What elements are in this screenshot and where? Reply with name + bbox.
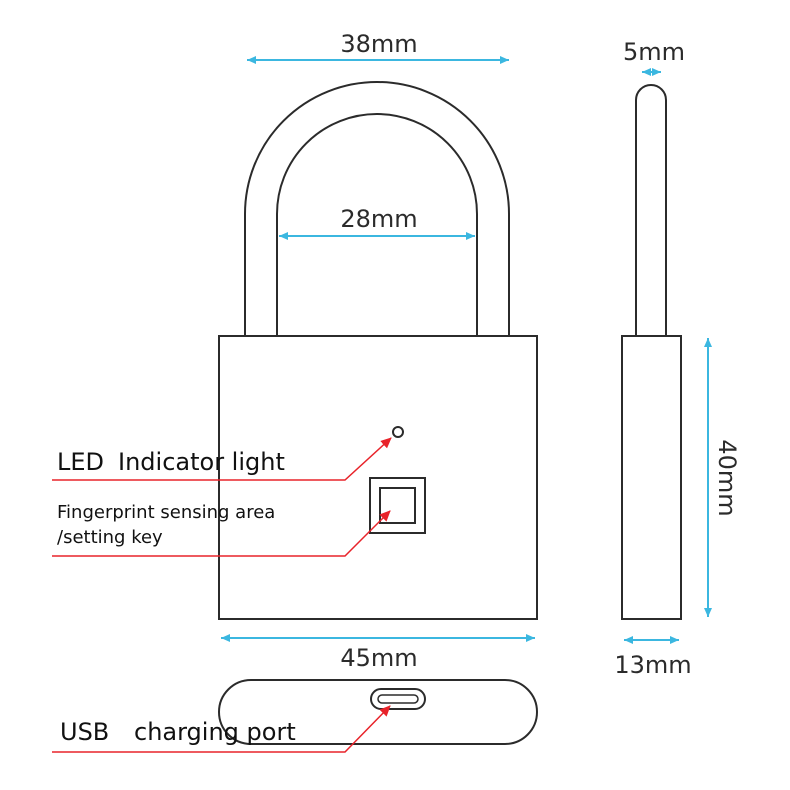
shackle-outer-arc	[244, 81, 510, 336]
lock-body-side	[621, 335, 682, 620]
label-shackle-inner-width: 28mm	[340, 205, 417, 233]
lock-body-bottom	[218, 679, 538, 745]
callout-fingerprint-line2: /setting key	[57, 527, 163, 548]
label-body-width: 45mm	[340, 644, 417, 672]
label-shackle-outer-width: 38mm	[340, 30, 417, 58]
callout-fingerprint-line1: Fingerprint sensing area	[57, 502, 275, 523]
label-shackle-thickness: 5mm	[623, 38, 685, 66]
led-indicator	[392, 426, 404, 438]
fingerprint-sensor-inner	[379, 487, 416, 524]
shackle-front	[244, 81, 510, 336]
callout-usb-prefix: USB	[60, 718, 109, 746]
usb-port-inner	[377, 694, 419, 704]
shackle-side	[635, 84, 667, 336]
callout-led-label: Indicator light	[118, 448, 285, 476]
shackle-inner-arc	[276, 113, 478, 336]
callout-line-fingerprint	[52, 510, 391, 557]
label-body-depth: 13mm	[614, 651, 691, 679]
callout-led-prefix: LED	[57, 448, 104, 476]
callout-line-led	[52, 437, 392, 481]
usb-port[interactable]	[370, 688, 426, 710]
label-body-height: 40mm	[713, 439, 741, 516]
callout-line-usb	[52, 705, 391, 753]
callout-usb-label: charging port	[134, 718, 296, 746]
